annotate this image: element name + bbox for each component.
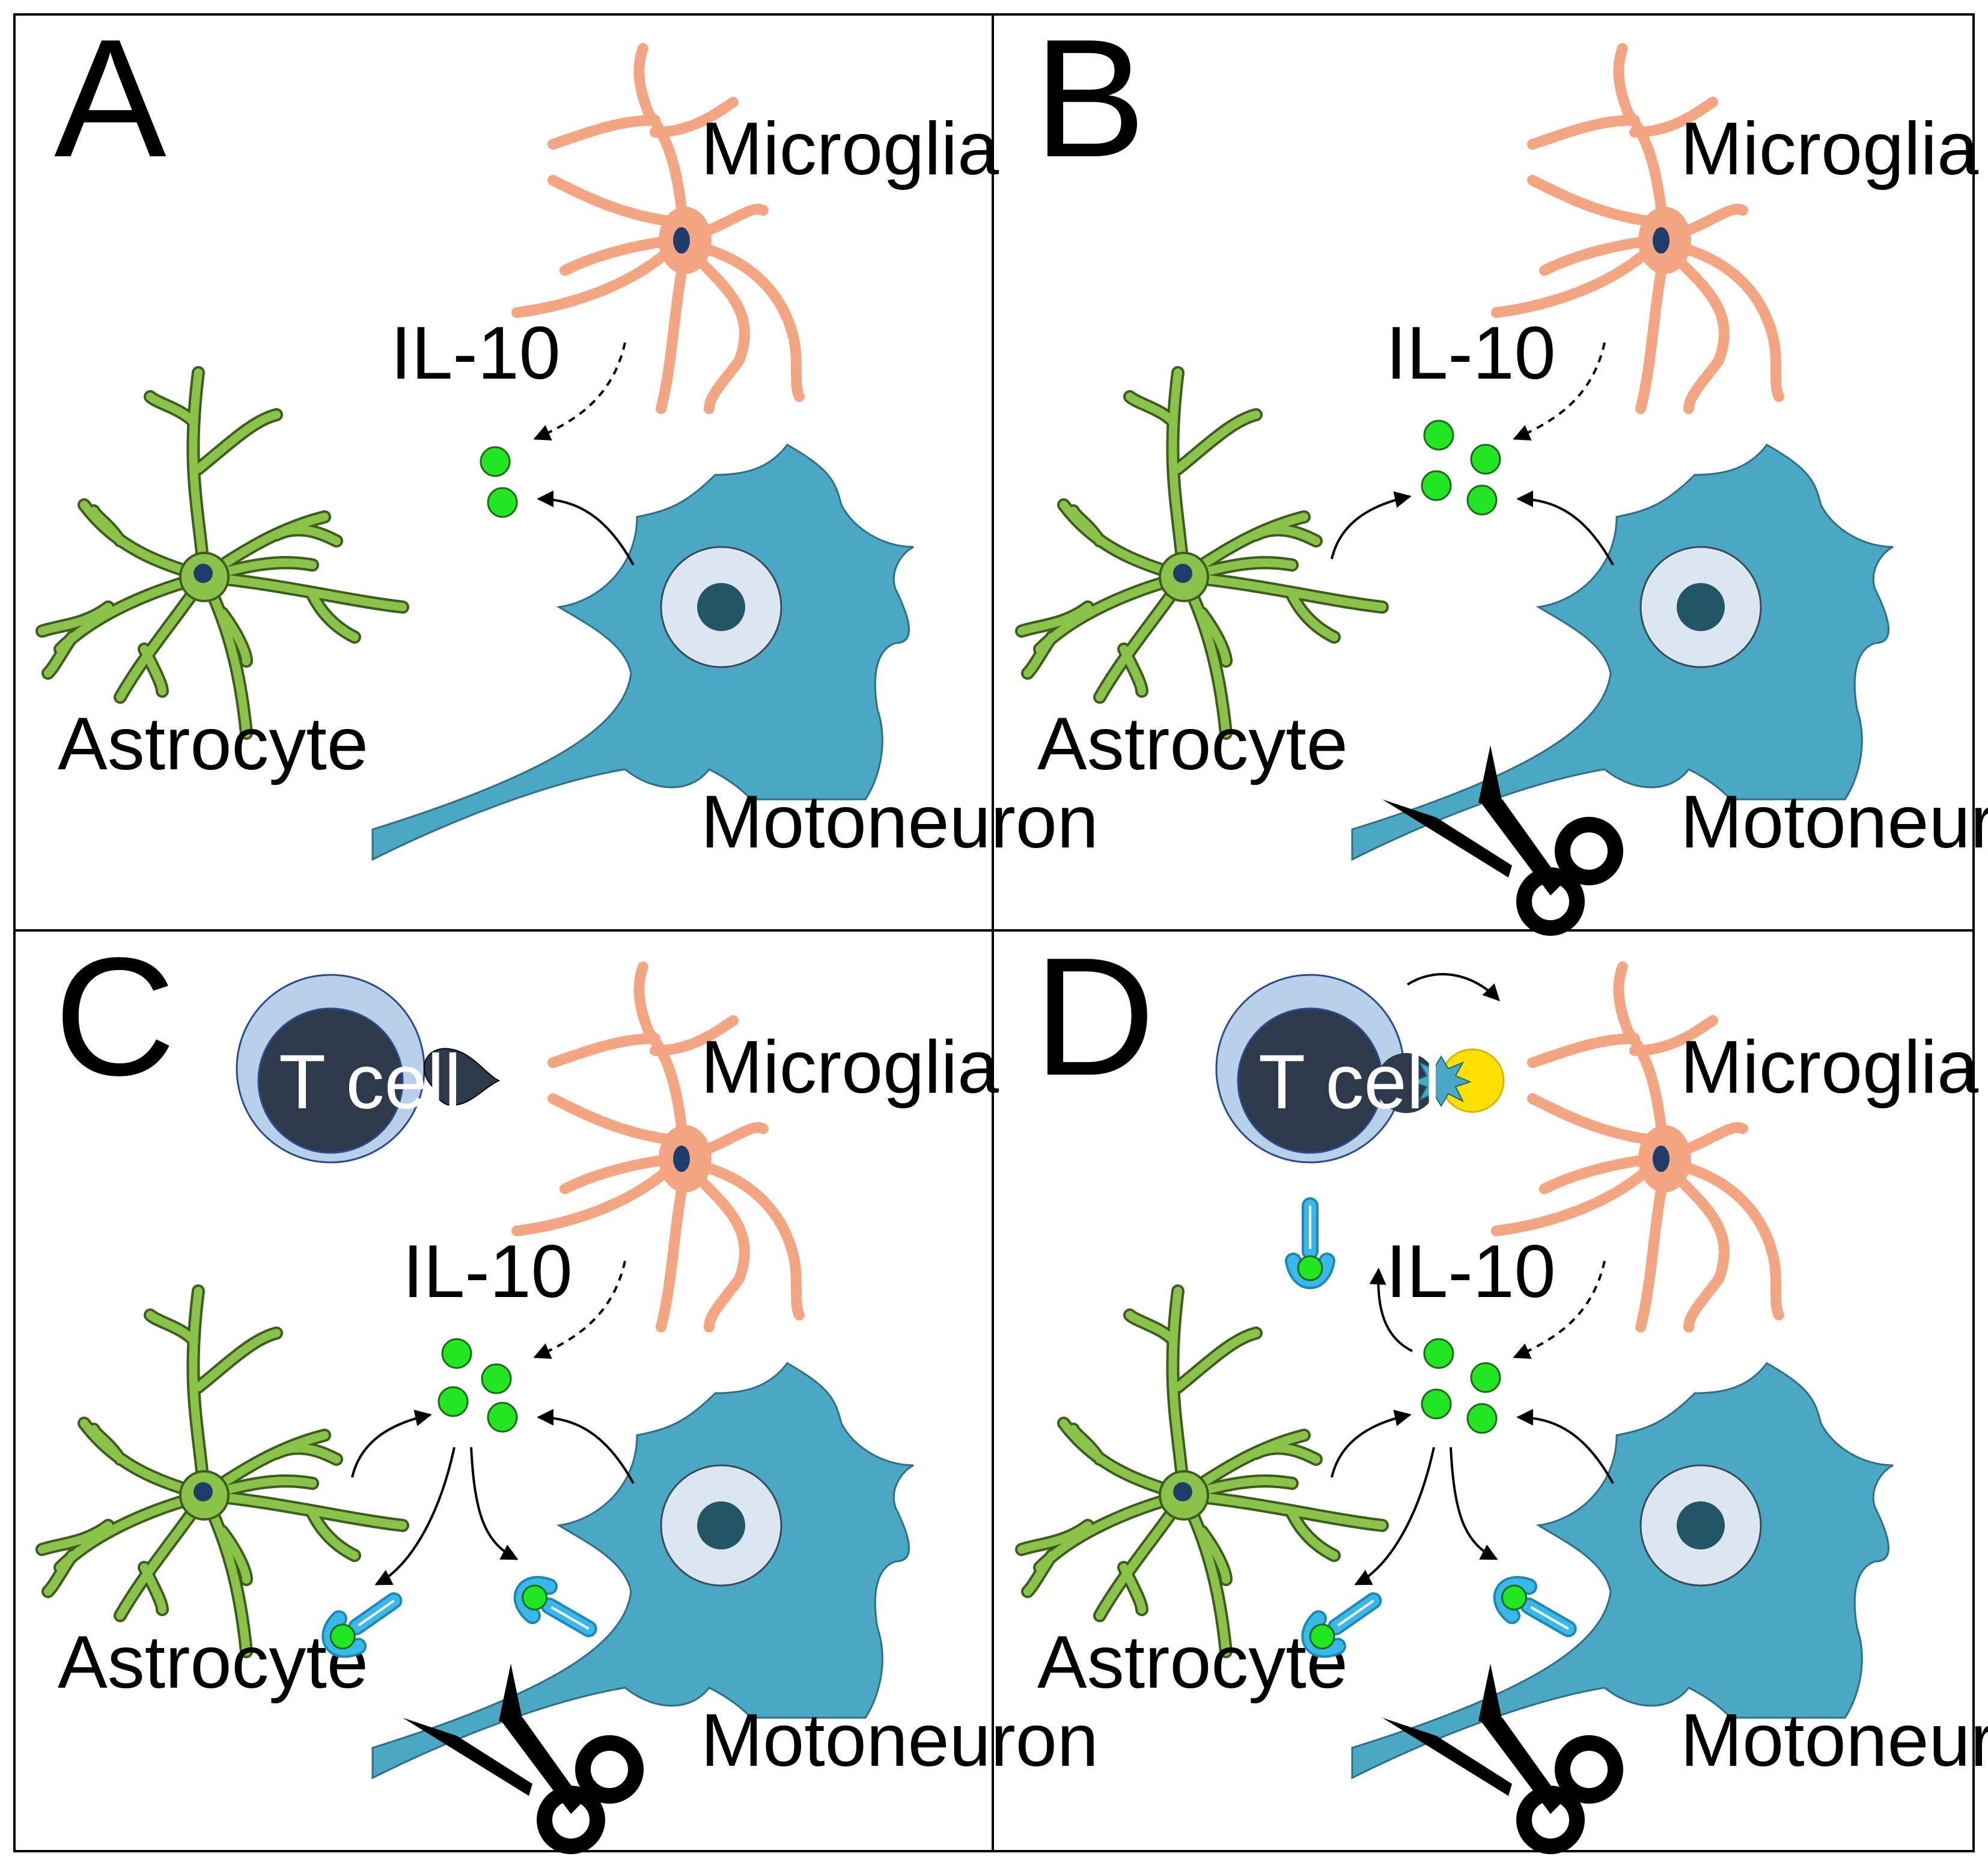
microglia-secretion-arrow: [533, 342, 626, 441]
panel-letter: A: [54, 5, 167, 192]
panel-letter: B: [1034, 5, 1146, 192]
motoneuron-il10-receptor: [1495, 1577, 1576, 1643]
astrocyte-label: Astrocyte: [1037, 703, 1348, 786]
motoneuron-label: Motoneuron: [701, 1699, 1099, 1782]
il10-label: IL-10: [403, 1230, 573, 1313]
motoneuron-secretion-arrow: [537, 1409, 635, 1484]
motoneuron-label: Motoneuron: [1680, 781, 1988, 864]
panel-letter: C: [54, 923, 175, 1111]
astrocyte-label: Astrocyte: [58, 1621, 368, 1704]
motoneuron-uptake-arrow: [470, 1447, 519, 1560]
astrocyte-cell: [1022, 373, 1382, 733]
astrocyte-secretion-arrow: [1331, 491, 1412, 560]
motoneuron-label: Motoneuron: [701, 781, 1099, 864]
panel-a: A Microglia IL-10 Astrocyte Motoneuron: [42, 5, 1099, 864]
panel-b: B Microglia IL-10 Astrocyte Motoneuron: [1022, 5, 1988, 928]
motoneuron-il10-receptor: [515, 1577, 597, 1643]
motoneuron-secretion-arrow: [1516, 490, 1614, 566]
t-cell-to-microglia-arrow: [1406, 972, 1500, 1002]
astrocyte-secretion-arrow: [351, 1409, 432, 1478]
t-cell: T cell: [1215, 974, 1505, 1281]
astrocyte-label: Astrocyte: [1037, 1621, 1348, 1704]
panel-c: C T cell Microglia IL-10 Astrocyte Moton…: [42, 923, 1099, 1846]
il10-molecules: [438, 1338, 518, 1433]
il10-molecules: [1421, 1338, 1501, 1434]
astrocyte-cell: [42, 373, 403, 733]
motoneuron-secretion-arrow: [537, 490, 635, 566]
il10-label: IL-10: [1386, 1230, 1556, 1313]
t-cell: T cell: [236, 974, 501, 1164]
t-cell-il10-receptor: [1293, 1206, 1327, 1281]
astrocyte-secretion-arrow: [1331, 1409, 1412, 1478]
astrocyte-cell: [42, 1291, 403, 1652]
microglia-secretion-arrow: [1513, 342, 1606, 441]
microglia-label: Microglia: [701, 108, 999, 191]
astrocyte-il10-receptor: [1302, 1587, 1383, 1658]
astrocyte-label: Astrocyte: [58, 703, 368, 786]
motoneuron-secretion-arrow: [1516, 1409, 1614, 1484]
microglia-secretion-arrow: [1513, 1260, 1606, 1359]
motoneuron-label: Motoneuron: [1680, 1699, 1988, 1782]
microglia-label: Microglia: [701, 1026, 999, 1109]
panel-letter: D: [1034, 923, 1155, 1111]
astrocyte-il10-receptor: [323, 1587, 404, 1658]
astrocyte-cell: [1022, 1291, 1382, 1652]
il10-molecules: [1421, 420, 1501, 516]
panel-d: D T cell Microglia IL-10 Astrocyte Moton…: [1022, 923, 1988, 1846]
microglia-label: Microglia: [1680, 108, 1978, 191]
il10-label: IL-10: [391, 312, 561, 395]
il10-label: IL-10: [1386, 312, 1556, 395]
astrocyte-uptake-arrow: [374, 1447, 456, 1586]
microglia-secretion-arrow: [533, 1260, 626, 1359]
panel-grid: [13, 13, 1975, 1852]
il10-molecules: [480, 446, 518, 518]
microglia-label: Microglia: [1680, 1026, 1978, 1109]
t-cell-label: T cell: [279, 1039, 462, 1125]
t-cell-label: T cell: [1258, 1039, 1441, 1125]
motoneuron-uptake-arrow: [1450, 1447, 1498, 1560]
t-cell-uptake-arrow: [1369, 1268, 1413, 1352]
astrocyte-uptake-arrow: [1354, 1447, 1435, 1586]
